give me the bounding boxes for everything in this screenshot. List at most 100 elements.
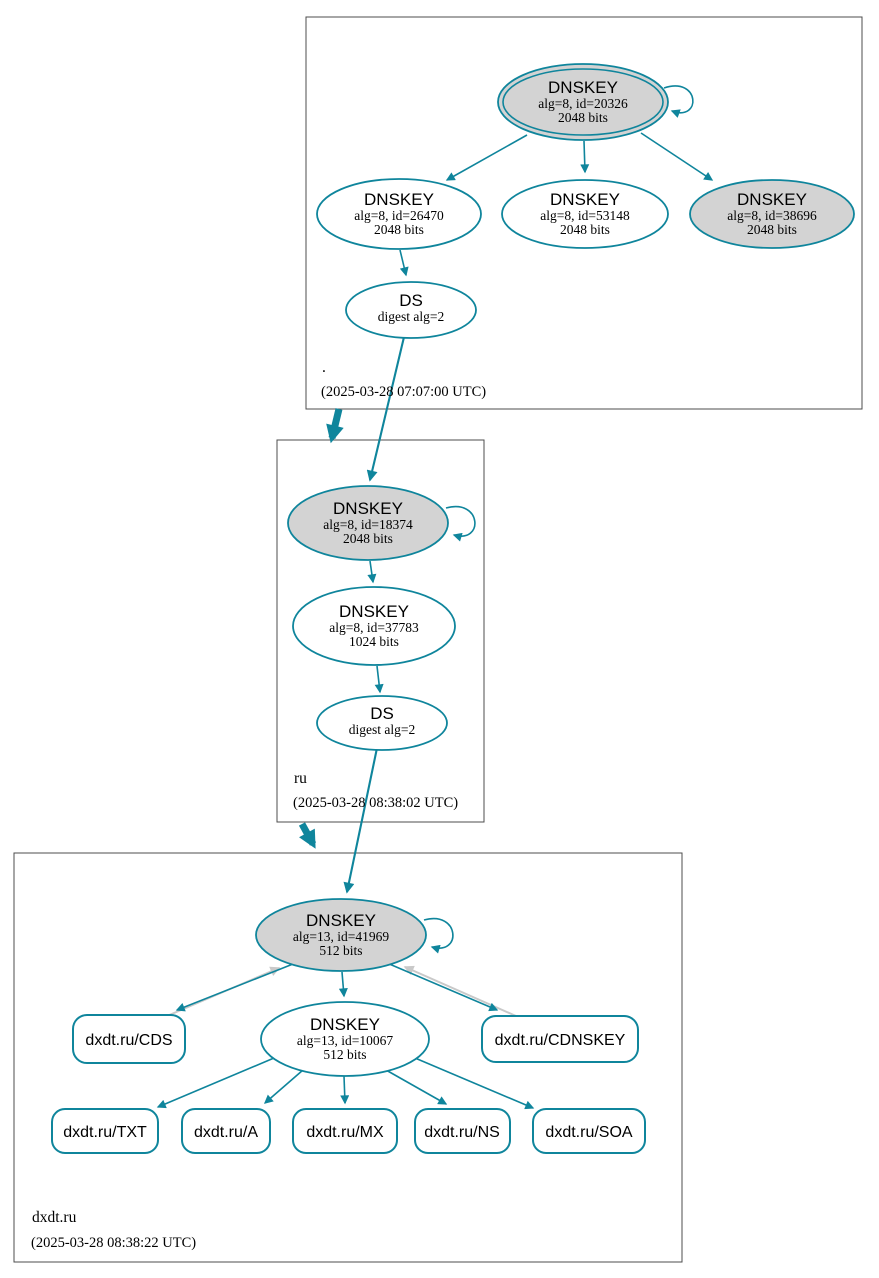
zone-timestamp-ru: (2025-03-28 08:38:02 UTC) — [293, 795, 458, 811]
dnskey-title: DNSKEY — [364, 190, 434, 209]
zone-box-dxdt-ru — [13, 852, 683, 1263]
dnskey-node-dxdt-ksk: DNSKEY alg=13, id=41969 512 bits — [255, 898, 427, 972]
edge-root-zsk-to-ds — [399, 249, 409, 277]
dnskey-node-root-zsk-53148: DNSKEY alg=8, id=53148 2048 bits — [501, 179, 669, 249]
rrset-label: dxdt.ru/MX — [306, 1124, 384, 1141]
dnskey-alg-id: alg=8, id=38696 — [727, 208, 817, 223]
edge-delegation-root-to-ru — [326, 408, 344, 444]
edge-root-ksk-to-zsk-26470 — [445, 134, 528, 181]
dnskey-title: DNSKEY — [550, 190, 620, 209]
rrset-node-soa: dxdt.ru/SOA — [532, 1108, 646, 1154]
dnskey-alg-id: alg=13, id=10067 — [297, 1033, 393, 1048]
dnskey-ellipse-outer — [497, 63, 669, 141]
dnskey-node-dxdt-zsk: DNSKEY alg=13, id=10067 512 bits — [260, 1001, 430, 1077]
rrset-rect — [181, 1108, 271, 1154]
dnskey-ellipse — [501, 179, 669, 249]
rrset-label: dxdt.ru/CDNSKEY — [495, 1032, 626, 1049]
edge-dxdt-ksk-to-zsk — [338, 971, 348, 998]
rrset-node-mx: dxdt.ru/MX — [292, 1108, 398, 1154]
dnskey-bits: 512 bits — [319, 943, 362, 958]
rrset-label: dxdt.ru/A — [194, 1124, 258, 1141]
edge-dxdt-zsk-to-ns — [385, 1069, 448, 1105]
edge-root-ksk-to-zsk-53148 — [580, 140, 590, 174]
dnskey-ellipse — [689, 179, 855, 249]
rrset-label: dxdt.ru/TXT — [63, 1124, 147, 1141]
dnskey-ellipse — [287, 485, 449, 561]
rrset-label: dxdt.ru/SOA — [545, 1124, 632, 1141]
zone-timestamp-root: (2025-03-28 07:07:00 UTC) — [321, 384, 486, 400]
ds-node-root: DS digest alg=2 — [345, 281, 477, 339]
zone-box-root — [305, 16, 863, 410]
dnskey-alg-id: alg=8, id=18374 — [323, 517, 413, 532]
edge-root-ksk-to-ksk-38696 — [640, 132, 714, 181]
dnskey-alg-id: alg=8, id=53148 — [540, 208, 630, 223]
ds-ellipse — [316, 695, 448, 751]
edge-cdnskey-to-ksk-gray — [403, 965, 517, 1017]
edge-ru-ksk-to-zsk — [367, 560, 377, 584]
dnskey-ellipse — [255, 898, 427, 972]
rrset-rect — [481, 1015, 639, 1063]
rrset-node-txt: dxdt.ru/TXT — [51, 1108, 159, 1154]
edge-dxdt-zsk-to-txt — [156, 1057, 275, 1109]
dnskey-ellipse — [260, 1001, 430, 1077]
dnskey-title: DNSKEY — [339, 602, 409, 621]
rrset-node-cds: dxdt.ru/CDS — [72, 1014, 186, 1064]
edge-root-ds-to-ru-ksk — [366, 336, 406, 482]
dnskey-alg-id: alg=8, id=26470 — [354, 208, 444, 223]
dnskey-bits: 2048 bits — [343, 531, 393, 546]
zone-label-root: . — [322, 359, 326, 376]
rrset-node-cdnskey: dxdt.ru/CDNSKEY — [481, 1015, 639, 1063]
edge-ru-ksk-self-sign — [445, 505, 476, 542]
edge-delegation-ru-to-dxdt — [298, 822, 317, 849]
dnskey-bits: 2048 bits — [558, 110, 608, 125]
dnskey-bits: 2048 bits — [560, 222, 610, 237]
edge-dxdt-ksk-to-cdnskey — [386, 962, 499, 1012]
rrset-rect — [51, 1108, 159, 1154]
rrset-label: dxdt.ru/NS — [424, 1124, 500, 1141]
dnskey-node-root-ksk-trust-anchor: DNSKEY alg=8, id=20326 2048 bits — [497, 63, 669, 141]
edge-dxdt-zsk-to-mx — [340, 1075, 350, 1105]
dnskey-bits: 512 bits — [323, 1047, 366, 1062]
dnskey-bits: 2048 bits — [374, 222, 424, 237]
dnskey-ellipse — [292, 586, 456, 666]
edge-ru-zsk-to-ds — [374, 665, 384, 694]
ds-ellipse — [345, 281, 477, 339]
rrset-rect — [72, 1014, 186, 1064]
zone-timestamp-dxdt-ru: (2025-03-28 08:38:22 UTC) — [31, 1235, 196, 1251]
dnskey-title: DNSKEY — [310, 1015, 380, 1034]
dnskey-alg-id: alg=8, id=37783 — [329, 620, 419, 635]
edge-root-ksk-self-sign — [663, 85, 694, 118]
dnskey-node-root-ksk-38696: DNSKEY alg=8, id=38696 2048 bits — [689, 179, 855, 249]
ds-node-ru: DS digest alg=2 — [316, 695, 448, 751]
dnskey-title: DNSKEY — [737, 190, 807, 209]
rrset-rect — [414, 1108, 511, 1154]
rrset-rect — [292, 1108, 398, 1154]
ds-digest: digest alg=2 — [378, 309, 444, 324]
edge-dxdt-zsk-to-soa — [414, 1057, 535, 1110]
ds-title: DS — [399, 291, 423, 310]
dnskey-node-ru-ksk: DNSKEY alg=8, id=18374 2048 bits — [287, 485, 449, 561]
ds-digest: digest alg=2 — [349, 722, 415, 737]
rrset-rect — [532, 1108, 646, 1154]
edge-dxdt-ksk-self-sign — [423, 917, 454, 954]
dnskey-ellipse-inner — [502, 68, 664, 136]
rrset-label: dxdt.ru/CDS — [85, 1032, 172, 1049]
zone-label-ru: ru — [294, 770, 307, 787]
dnskey-bits: 2048 bits — [747, 222, 797, 237]
rrset-node-a: dxdt.ru/A — [181, 1108, 271, 1154]
dnskey-alg-id: alg=13, id=41969 — [293, 929, 389, 944]
dnskey-title: DNSKEY — [333, 499, 403, 518]
dnskey-alg-id: alg=8, id=20326 — [538, 96, 628, 111]
dnskey-bits: 1024 bits — [349, 634, 399, 649]
dnskey-title: DNSKEY — [306, 911, 376, 930]
dnskey-title: DNSKEY — [548, 78, 618, 97]
rrset-node-ns: dxdt.ru/NS — [414, 1108, 511, 1154]
edge-ru-ds-to-dxdt-ksk — [343, 747, 379, 894]
ds-title: DS — [370, 704, 394, 723]
edge-dxdt-zsk-to-a — [263, 1069, 304, 1104]
dnskey-node-ru-zsk: DNSKEY alg=8, id=37783 1024 bits — [292, 586, 456, 666]
dnskey-ellipse — [316, 178, 482, 250]
zone-label-dxdt-ru: dxdt.ru — [32, 1209, 77, 1226]
